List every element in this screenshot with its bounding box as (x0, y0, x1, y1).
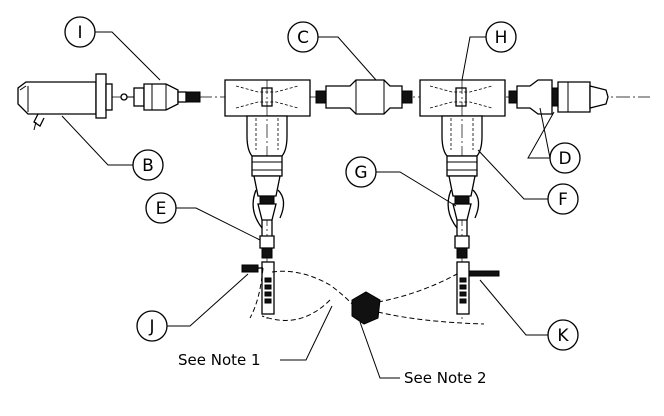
callout-k: K (547, 319, 579, 351)
t-body-left (224, 79, 311, 320)
t-body-right (419, 79, 506, 320)
callout-b-label: B (142, 156, 154, 176)
callout-i: I (64, 16, 96, 48)
bushing-insert-i (120, 83, 201, 111)
callout-c: C (287, 21, 319, 53)
callout-g: G (345, 156, 377, 188)
callout-e: E (145, 192, 177, 224)
cable-right-upper (377, 273, 458, 303)
callout-j-label: J (148, 317, 154, 337)
note-2-text: See Note 2 (404, 369, 487, 387)
callout-h-label: H (495, 28, 508, 48)
ground-connector (351, 291, 381, 325)
callout-f-label: F (558, 190, 568, 210)
callout-d: D (549, 142, 581, 174)
end-cap-b (17, 73, 113, 131)
leader-lines (61, 31, 555, 379)
cable-right-lower (377, 311, 485, 325)
callout-e-label: E (156, 199, 167, 219)
connecting-plug-c (315, 79, 413, 115)
callout-c-label: C (297, 28, 309, 48)
cable-j (249, 267, 264, 319)
cable-return (261, 299, 331, 321)
callout-d-label: D (558, 149, 571, 169)
callout-i-label: I (77, 23, 82, 43)
callout-f: F (547, 183, 579, 215)
note-1-text: See Note 1 (178, 351, 261, 369)
callout-j: J (136, 310, 168, 342)
callout-k-label: K (557, 326, 569, 346)
callout-h: H (485, 21, 517, 53)
callout-b: B (132, 149, 164, 181)
callout-g-label: G (354, 163, 367, 183)
dead-end-plug-d (508, 79, 609, 115)
cable-left (271, 270, 357, 309)
